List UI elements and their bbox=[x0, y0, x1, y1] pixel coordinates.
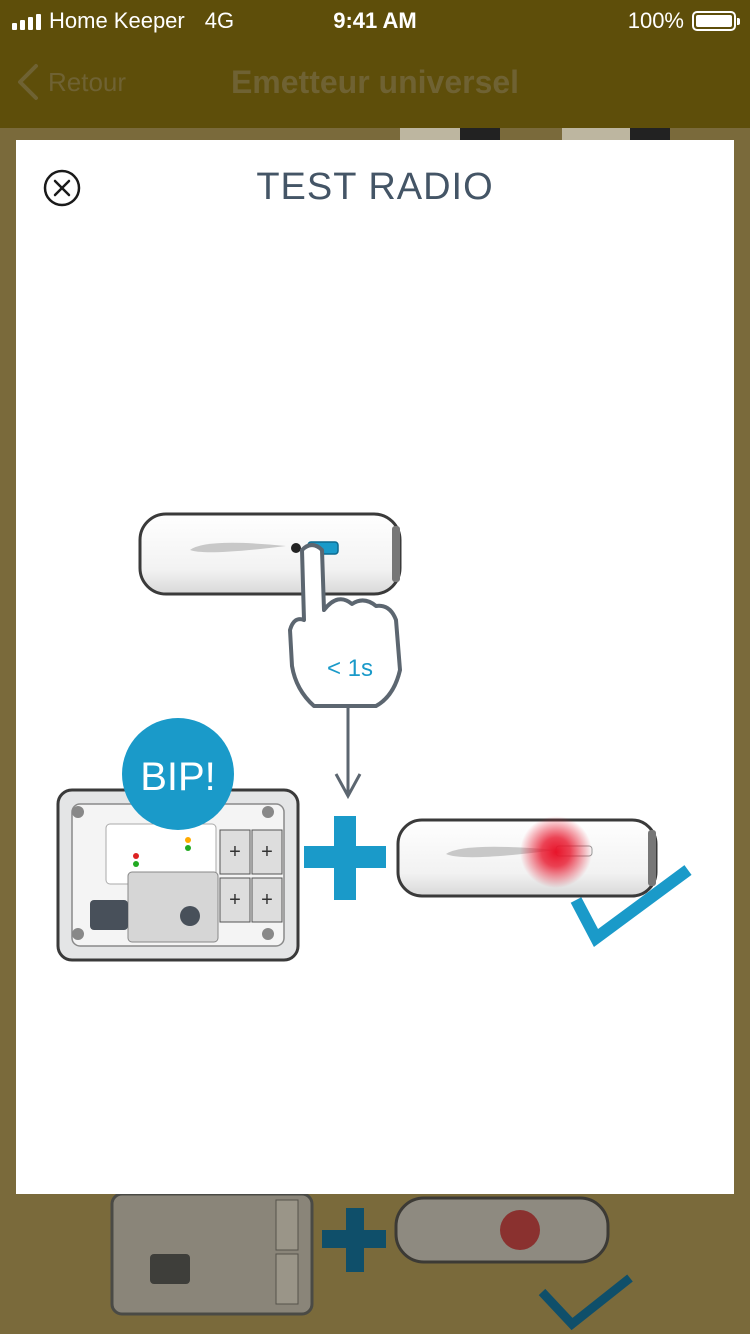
transmitter-top bbox=[138, 512, 402, 596]
status-bar-left: Home Keeper 4G bbox=[12, 8, 234, 34]
page-title: Emetteur universel bbox=[230, 64, 520, 100]
network-type: 4G bbox=[204, 8, 235, 33]
back-button[interactable]: Retour bbox=[16, 62, 126, 102]
checkmark-icon bbox=[570, 865, 692, 947]
close-circle-icon bbox=[43, 169, 81, 207]
battery-icon bbox=[692, 11, 740, 31]
press-duration-label: < 1s bbox=[327, 655, 373, 682]
beep-bubble: BIP! bbox=[122, 718, 234, 830]
signal-icon bbox=[12, 12, 41, 30]
modal-title: TEST RADIO bbox=[256, 166, 494, 208]
svg-text:+: + bbox=[229, 889, 241, 911]
alarm-central-unit: + + + + bbox=[56, 788, 300, 962]
clock: 9:41 AM bbox=[333, 8, 417, 33]
arrow-down-icon bbox=[334, 708, 362, 800]
back-label: Retour bbox=[48, 66, 127, 97]
plus-icon bbox=[304, 816, 386, 900]
status-bar: Home Keeper 4G 9:41 AM 100% bbox=[0, 0, 750, 40]
svg-text:+: + bbox=[229, 841, 241, 863]
radio-test-illustration: < 1s + + + + bbox=[56, 512, 692, 962]
chevron-left-icon bbox=[18, 64, 38, 100]
svg-text:+: + bbox=[261, 841, 273, 863]
led-glow bbox=[520, 816, 592, 888]
transmitter-led-on bbox=[396, 816, 658, 898]
test-radio-modal: TEST RADIO < 1s bbox=[16, 140, 734, 1194]
hand-press-icon bbox=[288, 543, 402, 708]
beep-label: BIP! bbox=[140, 755, 216, 799]
close-button[interactable] bbox=[42, 168, 81, 207]
navigation-bar: Retour Emetteur universel bbox=[0, 40, 750, 128]
battery-percent: 100% bbox=[627, 8, 684, 33]
status-bar-right: 100% bbox=[627, 8, 740, 34]
background-illustration bbox=[110, 1192, 633, 1331]
carrier-name: Home Keeper bbox=[49, 8, 185, 33]
svg-text:+: + bbox=[261, 889, 273, 911]
